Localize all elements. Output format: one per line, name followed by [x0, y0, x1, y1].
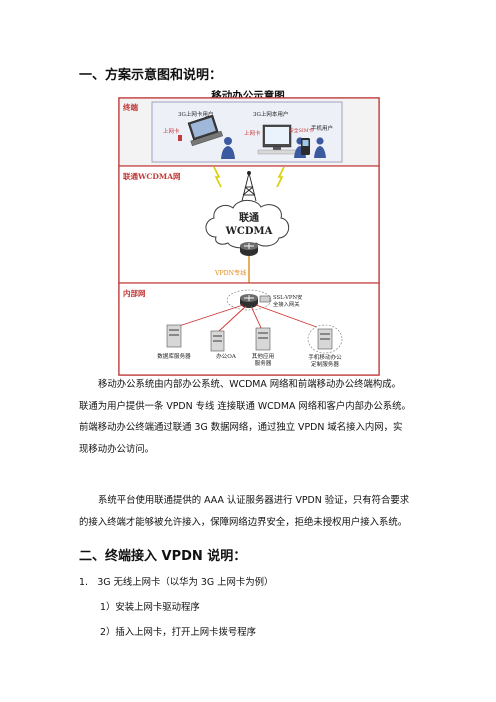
zone-wcdma-label: 联通WCDMA网	[123, 171, 181, 181]
server-mobile-icon	[307, 324, 343, 354]
paragraph-1: 移动办公系统由内部办公系统、WCDMA 网络和前端移动办公终端构成。 联通为用户…	[79, 374, 419, 460]
server-db-icon	[166, 324, 182, 348]
server-mobile-line1: 手机移动办公	[308, 353, 342, 361]
usb-card-1	[178, 135, 182, 141]
para1-line3: 前端移动办公终端通过联通 3G 数据网络，通过独立 VPDN 域名接入内网，实	[79, 422, 403, 434]
list-item-1: 1. 3G 无线上网卡（以华为 3G 上网卡为例）	[79, 577, 274, 588]
card2-label: 上网卡	[244, 129, 261, 137]
card1-label: 上网卡	[163, 127, 180, 135]
user-netcard-label: 3G上网卡用户	[178, 110, 213, 118]
mobile-office-diagram: 终端 3G上网卡用户 上网卡 3G上网本用户 上网卡 手	[118, 97, 380, 376]
para2-line2: 的接入终端才能够被允许接入，保障网络边界安全，拒绝未授权用户接入系统。	[79, 516, 408, 528]
server-oa-label: 办公OA	[216, 352, 237, 360]
laptop-1-icon	[187, 114, 223, 147]
user-phone-label: 手机用户	[311, 124, 333, 132]
section2-heading: 二、终端接入 VPDN 说明：	[79, 549, 247, 564]
server-oa-icon	[210, 330, 225, 352]
server-other-line2: 服务器	[255, 359, 272, 367]
user-netcard-group: 3G上网卡用户 上网卡	[163, 110, 235, 159]
para1-line1: 移动办公系统由内部办公系统、WCDMA 网络和前端移动办公终端构成。	[98, 379, 402, 390]
ssl-gateway-icon	[259, 295, 271, 303]
para1-line2: 联通为用户提供一条 VPDN 专线 连接联通 WCDMA 网络和客户内部办公系统…	[79, 400, 411, 412]
server-other-line1: 其他应用	[252, 352, 274, 360]
wcdma-cloud-icon	[205, 199, 290, 249]
person-1-icon	[221, 137, 235, 159]
section1-heading: 一、方案示意图和说明：	[79, 68, 223, 83]
gateway-line1: SSL-VPN安	[273, 293, 302, 301]
list-sub-2: 2）插入上网卡，打开上网卡拨号程序	[100, 627, 256, 638]
bolt-left-icon	[213, 166, 222, 188]
para1-line4: 现移动办公访问。	[79, 443, 155, 455]
computer-2-icon	[257, 124, 297, 155]
zone-terminal-label: 终端	[122, 102, 138, 112]
user-netbook-label: 3G上网本用户	[253, 110, 288, 118]
server-mobile-line2: 定制服务器	[311, 360, 339, 368]
person-3-icon	[314, 137, 326, 158]
paragraph-2: 系统平台使用联通提供的 AAA 认证服务器进行 VPDN 验证，只有符合要求 的…	[79, 490, 419, 533]
server-other-icon	[255, 327, 271, 351]
antenna-tower-icon	[241, 171, 257, 202]
sim-label: 安全SIM卡	[289, 127, 314, 134]
router-wcdma-icon	[240, 242, 258, 256]
router-internal-icon	[240, 294, 258, 308]
user-phone-group: 手机用户 安全SIM卡	[289, 124, 333, 158]
gateway-line2: 全接入网关	[273, 300, 300, 308]
cloud-line1: 联通	[239, 211, 259, 224]
user-netbook-group: 3G上网本用户 上网卡	[244, 110, 306, 158]
bolt-right-icon	[276, 166, 285, 188]
phone-icon	[301, 138, 310, 155]
zone-internal-label: 内部网	[123, 288, 146, 298]
para2-line1: 系统平台使用联通提供的 AAA 认证服务器进行 VPDN 验证，只有符合要求	[98, 495, 410, 506]
server-links	[175, 304, 323, 333]
vpdn-label: VPDN专线	[214, 269, 246, 277]
list-sub-1: 1）安装上网卡驱动程序	[100, 602, 200, 613]
server-db-label: 数据库服务器	[157, 352, 191, 360]
terminal-inner-box	[151, 101, 343, 163]
cloud-line2: WCDMA	[225, 226, 273, 237]
